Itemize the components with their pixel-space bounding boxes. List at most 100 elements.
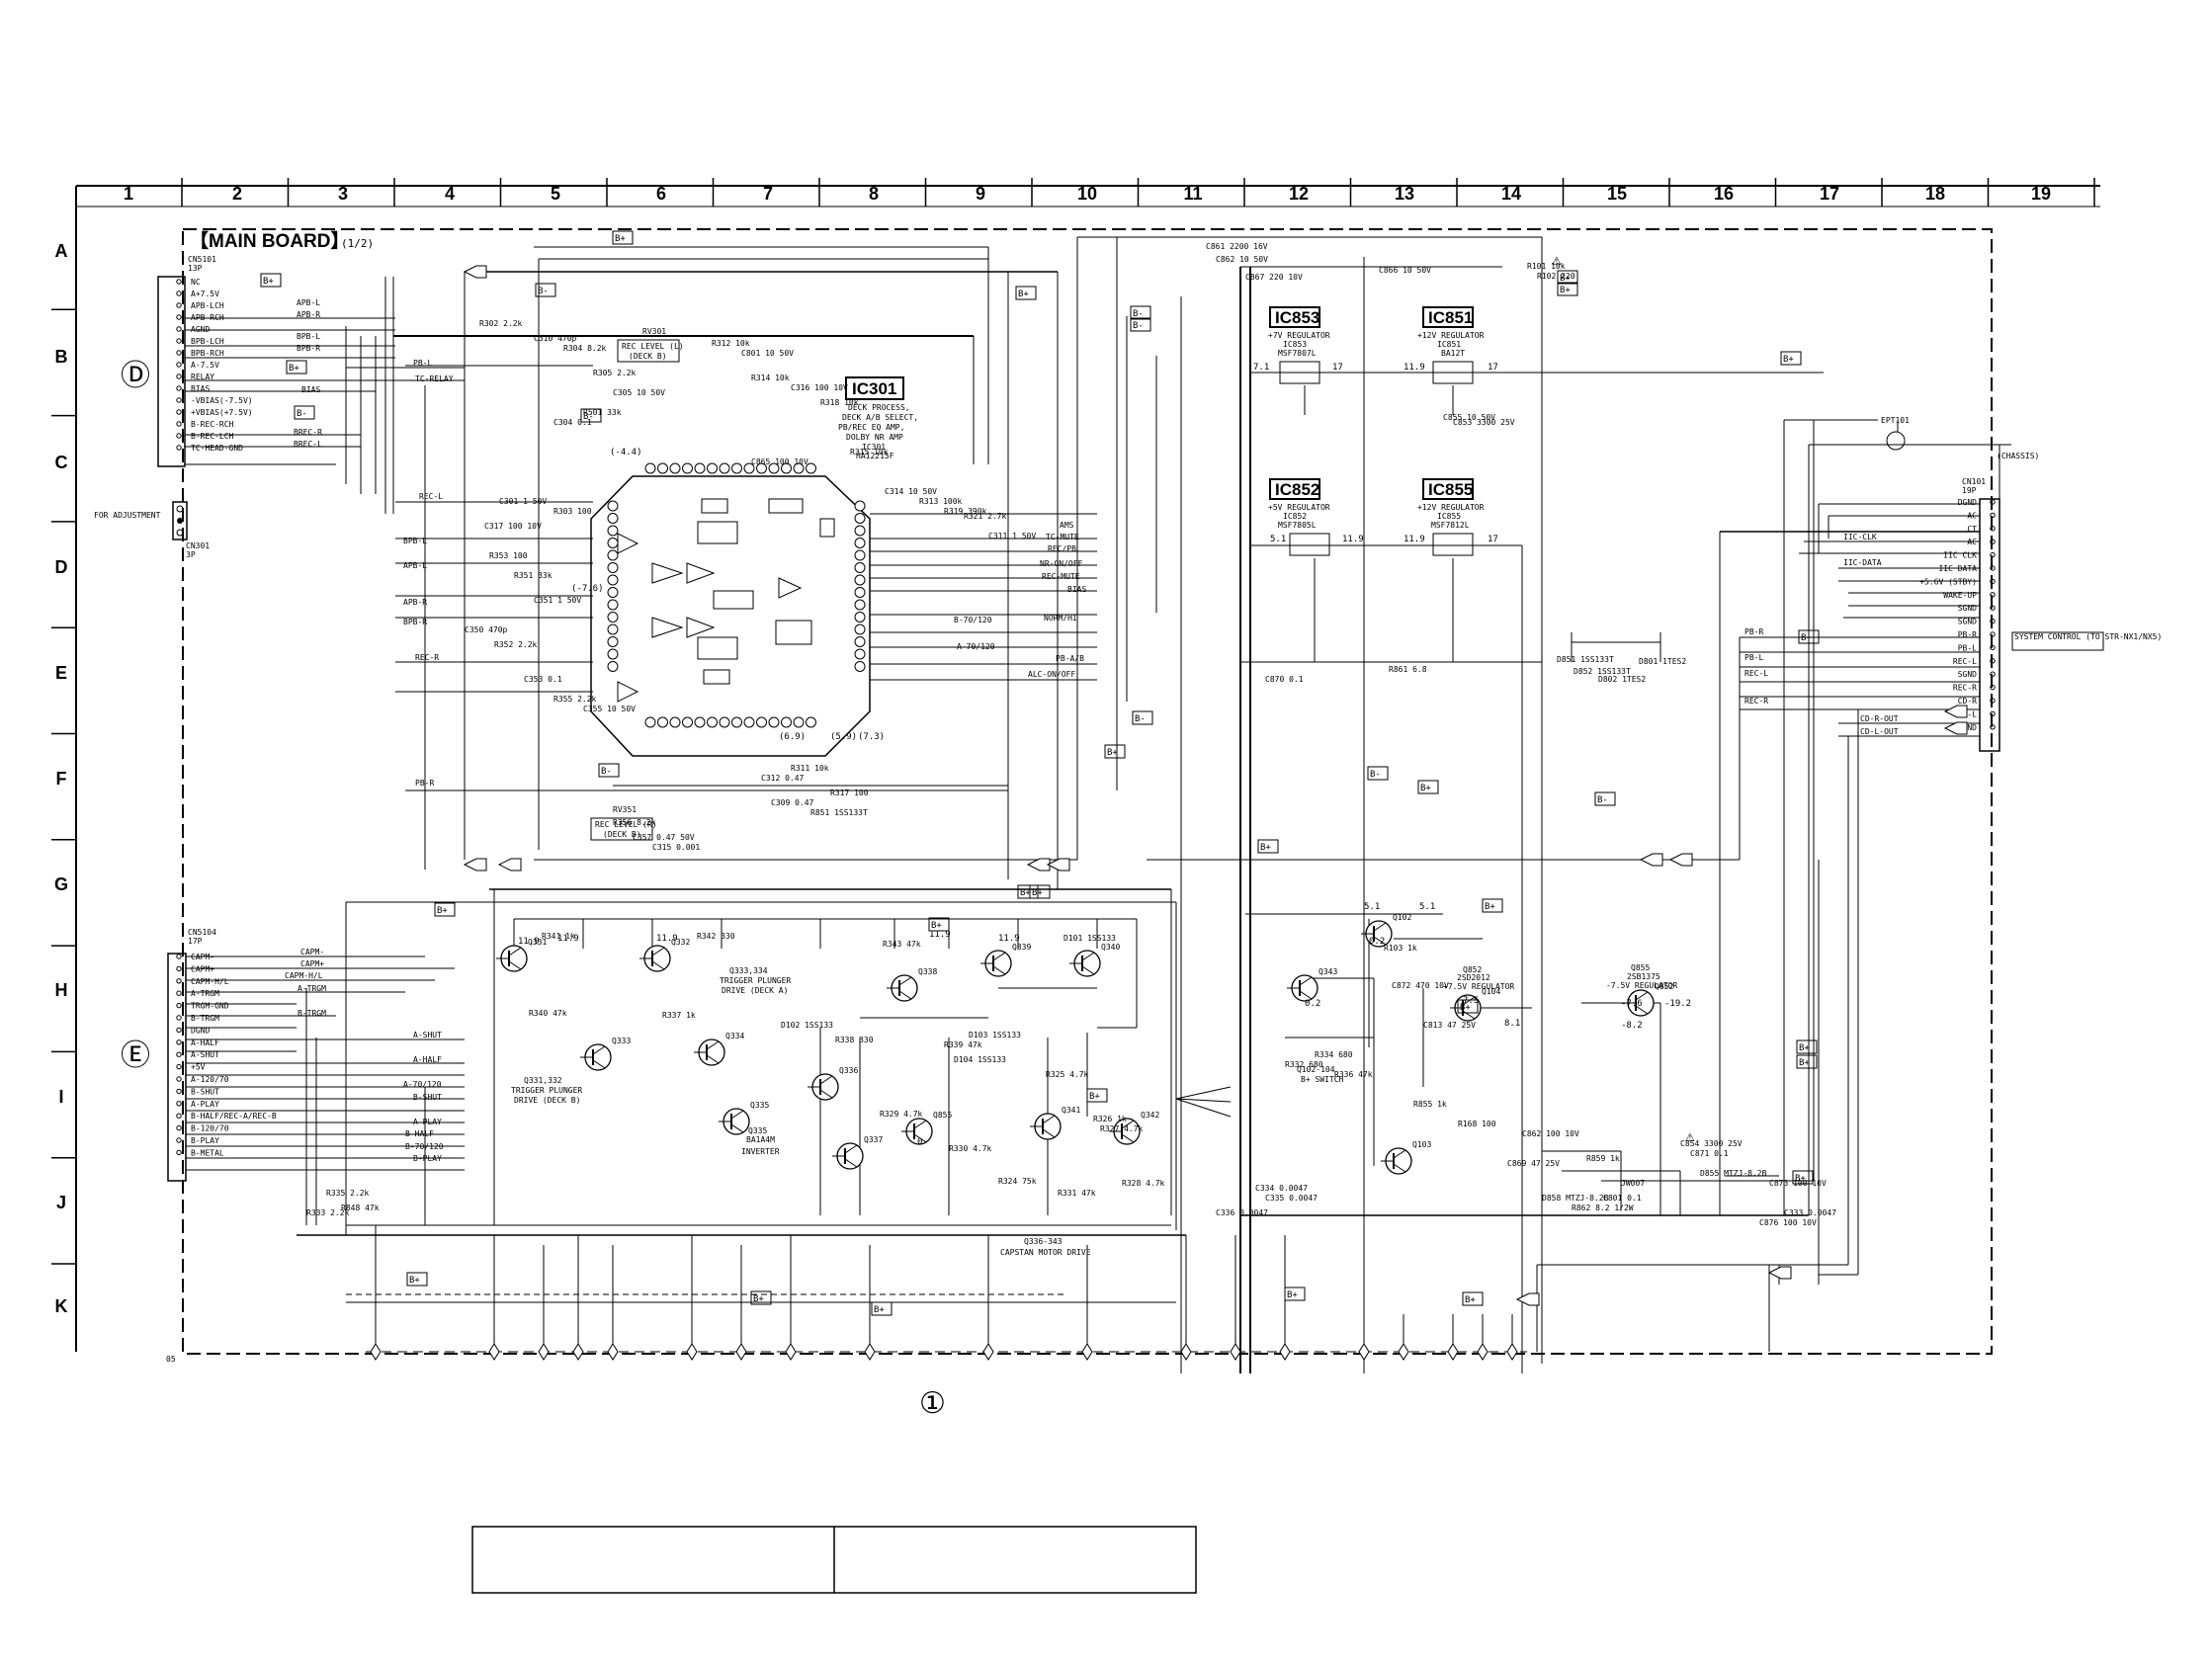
bminus-tag: B- <box>1135 714 1146 724</box>
signal-label: REC-MUTE <box>1042 572 1080 581</box>
voltage-label: 11.9 <box>656 934 678 944</box>
connector-e-pin-labels: CAPM-CAPM+CAPM-H/LA-TRGMTRGM-GNDB-TRGMDG… <box>176 953 277 1157</box>
tb-q852-l1: 2SD2012 <box>1457 973 1490 982</box>
signal-label: TC-RELAY <box>415 374 454 383</box>
signal-labels-ic301: AMSTC-MUTEREC/PBNR-ON/OFFREC-MUTEBIASNOR… <box>954 521 1086 679</box>
bminus-tag: B- <box>1597 795 1608 805</box>
cn101-pin-label: PB-L <box>1958 643 1977 652</box>
connector-e-pin-label: CAPM-H/L <box>191 977 229 986</box>
connector-d-pin-label: A-7.5V <box>191 361 219 370</box>
voltage-label: 0.2 <box>1369 937 1385 947</box>
tb-q855-refs: Q855 <box>1631 963 1650 972</box>
part-label: R327 4.7k <box>1100 1124 1144 1133</box>
signal-label: CD-L-OUT <box>1860 727 1899 736</box>
part-label: R351 33k <box>514 571 553 580</box>
part-label: C353 0.1 <box>524 675 562 684</box>
grid-column-label: 1 <box>124 184 133 204</box>
part-label: C813 47 25V <box>1423 1021 1476 1030</box>
ic852-group: IC852 +5V REGULATOR IC852 MSF7805L <box>1268 478 1330 556</box>
grid-column-ticks <box>181 178 2095 207</box>
part-label: R101 10k <box>1527 262 1566 271</box>
connector-e: CN5104 17P Ⓔ <box>121 928 216 1182</box>
signal-labels-left: APB-LAPB-RBPB-LBPB-RBIASBREC-RBREC-LPB-L… <box>294 298 454 788</box>
tb-q102-l1: B+ SWITCH <box>1301 1075 1344 1084</box>
bplus-tag: B+ <box>409 1276 420 1286</box>
connector-e-pin-label: TRGM-GND <box>191 1002 229 1011</box>
part-label: C862 100 10V <box>1522 1129 1579 1138</box>
bplus-tag: B+ <box>1107 748 1118 758</box>
ic301-package <box>590 475 871 757</box>
part-label: C873 100 10V <box>1769 1179 1827 1188</box>
bottom-box <box>471 1526 1197 1594</box>
ic853-part-no: MSF7807L <box>1278 349 1317 358</box>
part-label: R341 1k <box>542 932 575 941</box>
part-label: D103 1SS133 <box>969 1031 1021 1039</box>
bplus-tag: B+ <box>1783 355 1794 365</box>
connector-d-pin-label: NC <box>191 278 201 287</box>
connector-e-pin-label: DGND <box>191 1026 210 1035</box>
connector-d-ref: CN5101 <box>188 255 216 264</box>
cn101-pin-label: +5.6V (STBY) <box>1919 577 1977 586</box>
signal-label: B-70/120 <box>405 1142 444 1151</box>
part-label: D852 1SS133T <box>1574 667 1631 676</box>
signal-label: B-PLAY <box>413 1154 442 1163</box>
ic853-out-v: 17 <box>1332 363 1343 373</box>
part-label: D104 1SS133 <box>954 1055 1006 1064</box>
transistor-ref: Q335 <box>750 1101 769 1110</box>
grid-row-label: J <box>56 1193 66 1212</box>
bplus-tag: B+ <box>615 234 626 244</box>
grid-column-label: 7 <box>763 184 773 204</box>
connector-d-pin-label: -VBIAS(-7.5V) <box>191 396 253 405</box>
part-label: C876 100 10V <box>1759 1218 1817 1227</box>
connector-d-pin-label: A+7.5V <box>191 290 219 298</box>
voltage-label: 11.9 <box>518 937 540 947</box>
signal-label: CD-R-OUT <box>1860 714 1899 723</box>
transistor-ref: Q338 <box>918 967 937 976</box>
grid-column-label: 6 <box>656 184 666 204</box>
bplus-tag: B+ <box>1801 633 1812 643</box>
part-label: C866 10 50V <box>1379 266 1431 275</box>
ic852-part-no: MSF7805L <box>1278 521 1317 530</box>
part-label: R335 2.2k <box>326 1189 370 1198</box>
cn101-pin-label: WAKE-UP <box>1943 591 1977 600</box>
part-label: R353 100 <box>489 551 528 560</box>
part-label: C854 3300 25V <box>1680 1139 1743 1148</box>
cn101-pin-label: SGND <box>1958 604 1977 613</box>
signal-label: A-SHUT <box>413 1031 442 1039</box>
connector-e-pin-label: B-SHUT <box>191 1087 219 1096</box>
part-label: R330 4.7k <box>949 1144 992 1153</box>
bplus-tag: B+ <box>1560 274 1571 284</box>
part-label: C801 10 50V <box>741 349 794 358</box>
connector-e-pin-label: A-SHUT <box>191 1050 219 1059</box>
rv351-deck: (DECK B) <box>603 830 641 839</box>
signal-label: BIAS <box>1067 585 1086 594</box>
part-label: C312 0.47 <box>761 774 805 783</box>
part-label: R328 4.7k <box>1122 1179 1165 1188</box>
ic853-desc: +7V REGULATOR <box>1268 331 1330 340</box>
grid-column-label: 10 <box>1077 184 1097 204</box>
connector-d: CN5101 13P Ⓓ <box>121 255 216 467</box>
part-label: C351 1 50V <box>534 596 581 605</box>
transistor-ref: Q331 <box>528 938 547 947</box>
signal-label: A-HALF <box>413 1055 442 1064</box>
grid-column-label: 5 <box>551 184 560 204</box>
connector-e-pin-label: CAPM+ <box>191 964 214 973</box>
ic301-line-3: PB/REC EQ AMP, <box>838 423 904 432</box>
signal-label: A-PLAY <box>413 1118 442 1126</box>
part-label: R325 4.7k <box>1046 1070 1089 1079</box>
transistor-ref: Q855 <box>933 1111 952 1120</box>
tb-q333-refs: Q333,334 <box>729 966 768 975</box>
bplus-tag: B+ <box>1460 1003 1471 1013</box>
voltage-label: -19.2 <box>1664 999 1691 1009</box>
part-label: R333 2.2k <box>306 1208 350 1217</box>
cn101-pin-label: CT <box>1967 525 1977 534</box>
bplus-tag: B+ <box>931 921 942 931</box>
part-label: R332 680 <box>1285 1060 1323 1069</box>
grid-row-ticks <box>51 308 76 1265</box>
cn101-pin-label: SGND <box>1958 670 1977 679</box>
grid-column-label: 8 <box>869 184 879 204</box>
bplus-tag: B+ <box>1799 1058 1810 1068</box>
transistor-ref: Q104 <box>1482 987 1500 996</box>
bminus-tags: B-B-B-B-B-B-B-B-B- <box>294 283 1616 806</box>
